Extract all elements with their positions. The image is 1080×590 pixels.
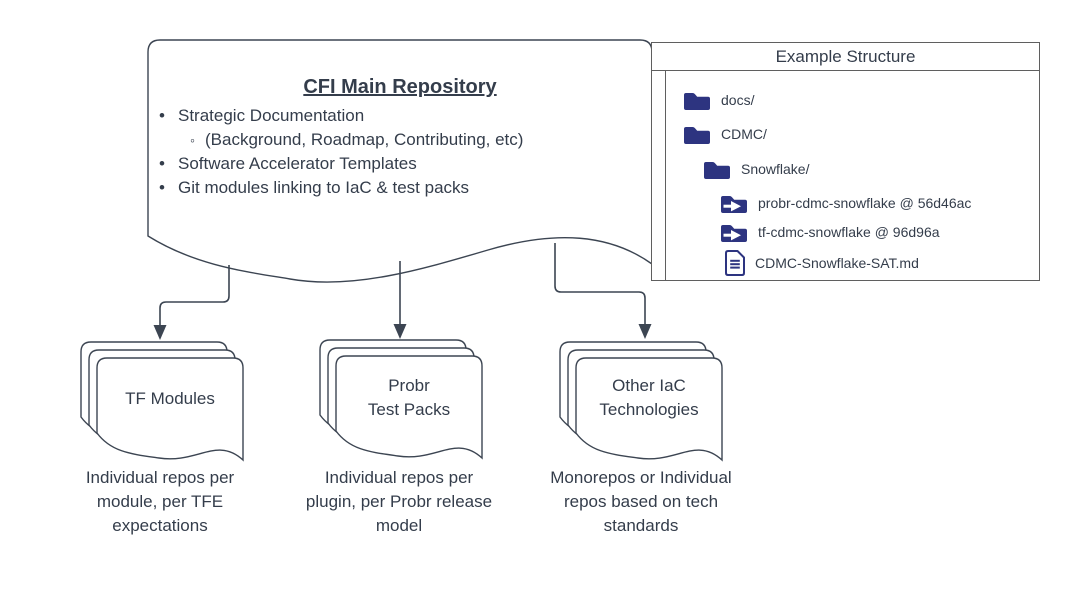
- bullet-marker: •: [159, 154, 165, 173]
- connector-left: [159, 265, 230, 325]
- connector-right: [554, 243, 646, 324]
- tree-label: docs/: [721, 92, 755, 108]
- folder-icon: [703, 159, 731, 180]
- stack-caption-probr-test-packs: Individual repos per plugin, per Probr r…: [305, 468, 493, 535]
- file-icon: [725, 249, 745, 276]
- bullet-text: Software Accelerator Templates: [178, 154, 417, 173]
- tree-label: CDMC/: [721, 126, 767, 142]
- stack-page-front: [575, 357, 723, 462]
- arrowhead-middle-icon: [393, 324, 407, 339]
- bullet-marker: •: [159, 178, 165, 197]
- bullet-text: Strategic Documentation: [178, 106, 365, 125]
- stack-label-tf-modules: TF Modules: [125, 389, 215, 408]
- stack-page-front: [335, 355, 483, 460]
- example-structure-title: Example Structure: [652, 43, 1039, 71]
- submodule-icon: [720, 222, 748, 243]
- doc-stack-other-iac: [559, 341, 723, 462]
- bullet-text: (Background, Roadmap, Contributing, etc): [205, 130, 524, 149]
- bullet-marker: ◦: [190, 132, 195, 148]
- tree-row: probr-cdmc-snowflake @ 56d46ac: [720, 191, 971, 215]
- bullet-text: Git modules linking to IaC & test packs: [178, 178, 470, 197]
- tree-label: probr-cdmc-snowflake @ 56d46ac: [758, 195, 972, 211]
- bullet-item: • Git modules linking to IaC & test pack…: [157, 176, 637, 200]
- bullet-item: • Software Accelerator Templates: [157, 152, 637, 176]
- tree-row: docs/: [683, 88, 754, 112]
- tree-row: Snowflake/: [703, 157, 809, 181]
- arrowhead-left-icon: [153, 325, 167, 340]
- example-structure-panel: Example Structure docs/ CDMC/ Snowflake/: [651, 42, 1040, 281]
- tree-row: tf-cdmc-snowflake @ 96d96a: [720, 220, 940, 244]
- tree-label: tf-cdmc-snowflake @ 96d96a: [758, 224, 940, 240]
- bullet-marker: •: [159, 106, 165, 125]
- tree-row: CDMC/: [683, 122, 767, 146]
- submodule-icon: [720, 193, 748, 214]
- tree-row: CDMC-Snowflake-SAT.md: [725, 249, 919, 276]
- stack-page-front: [96, 357, 244, 462]
- tree-label: CDMC-Snowflake-SAT.md: [755, 254, 919, 271]
- tree-label: Snowflake/: [741, 161, 810, 177]
- bullet-item: ◦ (Background, Roadmap, Contributing, et…: [190, 128, 637, 152]
- panel-inner-divider: [665, 70, 666, 280]
- stack-caption-tf-modules: Individual repos per module, per TFE exp…: [85, 468, 235, 535]
- arrowhead-right-icon: [638, 324, 652, 339]
- doc-stack-probr-test-packs: [319, 339, 483, 460]
- main-repo-bullet-list: • Strategic Documentation ◦ (Background,…: [157, 104, 637, 200]
- doc-stack-tf-modules: [80, 341, 244, 462]
- folder-icon: [683, 124, 711, 145]
- stack-caption-other-iac: Monorepos or Individual repos based on t…: [550, 468, 732, 535]
- bullet-item: • Strategic Documentation: [157, 104, 637, 128]
- stack-label-probr-test-packs: Probr Test Packs: [367, 376, 451, 419]
- main-repo-title: CFI Main Repository: [303, 76, 497, 98]
- stack-label-other-iac: Other IaC Technologies: [599, 376, 699, 419]
- folder-icon: [683, 90, 711, 111]
